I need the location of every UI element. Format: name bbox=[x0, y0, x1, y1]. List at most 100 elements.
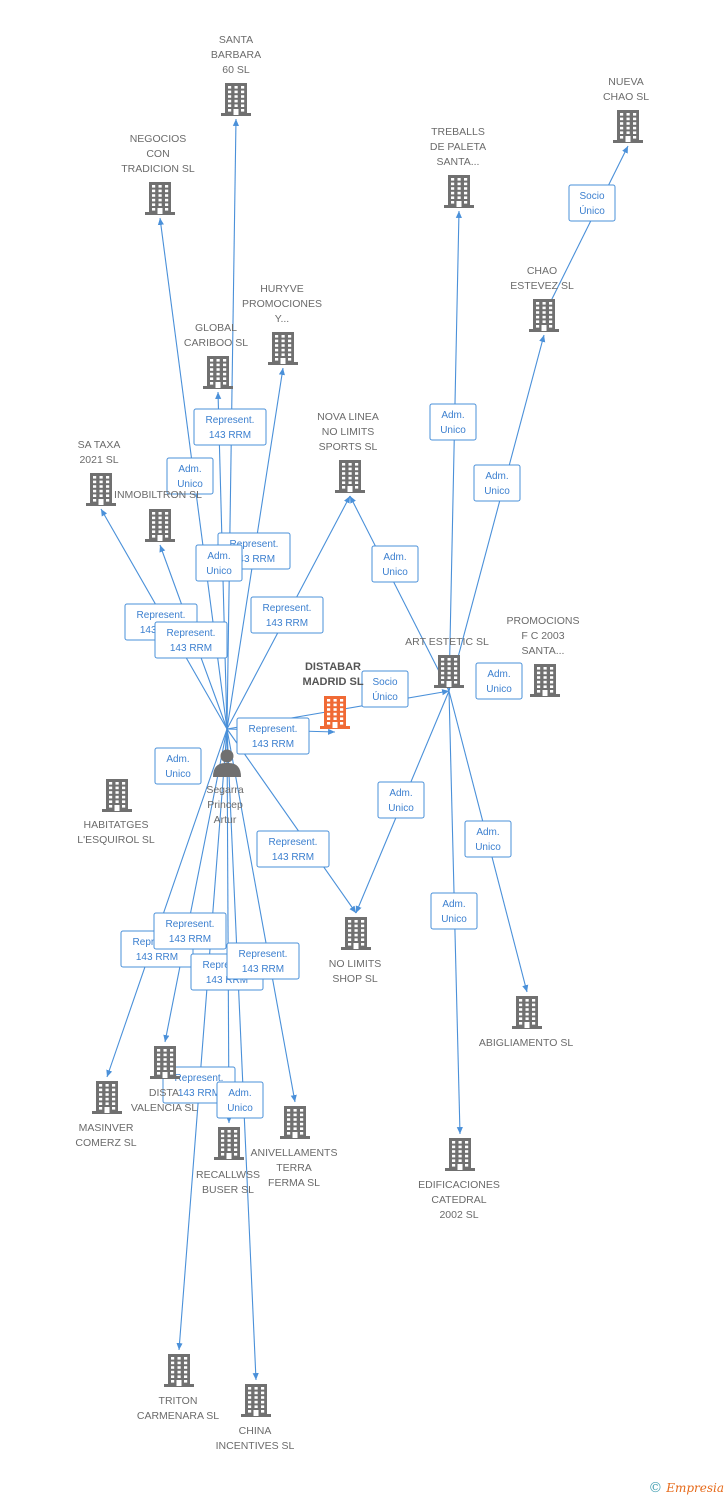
node-inmobiltron[interactable]: INMOBILTRON SL bbox=[114, 489, 202, 542]
edge-label-segarra-to-china-incentives-text: Unico bbox=[227, 1103, 253, 1114]
edge-label-segarra-to-inmobiltron-text: 143 RRM bbox=[170, 643, 212, 654]
edge-label-art-estetic-to-abigliamento-text: Adm. bbox=[476, 827, 499, 838]
node-huryve[interactable]: HURYVEPROMOCIONESY... bbox=[242, 283, 322, 365]
edge-label-madrid-socio-text: Único bbox=[372, 690, 398, 703]
building-icon bbox=[445, 1138, 475, 1171]
node-label: TREBALLS bbox=[431, 126, 485, 138]
node-label: Y... bbox=[275, 313, 289, 325]
edge-label-segarra-to-art-estetic-box bbox=[236, 717, 310, 755]
edge-label-segarra-to-china-incentives-box bbox=[216, 1081, 264, 1119]
edge-label-segarra-to-no-limits-shop-text: 143 RRM bbox=[272, 852, 314, 863]
edge-label-segarra-adm-text: Unico bbox=[165, 769, 191, 780]
edge-art-estetic-to-nova-linea bbox=[349, 495, 450, 692]
building-icon bbox=[341, 917, 371, 950]
node-nueva-chao[interactable]: NUEVA CHAO SL bbox=[603, 76, 649, 143]
building-icon bbox=[613, 110, 643, 143]
edge-label-segarra-to-sa-taxa-text: Represent. bbox=[137, 610, 186, 621]
building-icon bbox=[86, 473, 116, 506]
building-icon bbox=[102, 779, 132, 812]
edge-label-chao-estevez-to-nueva-chao-box bbox=[568, 184, 616, 222]
edge-label-segarra-to-global-cariboo-text: 143 RRM bbox=[233, 554, 275, 565]
node-label: MASINVER bbox=[79, 1122, 134, 1134]
node-label: COMERZ SL bbox=[75, 1137, 136, 1149]
edge-label-art-estetic-to-edificaciones-text: Adm. bbox=[442, 899, 465, 910]
building-icon bbox=[434, 655, 464, 688]
edge-label-chao-estevez-to-nueva-chao-text: Socio bbox=[579, 191, 604, 202]
edge-label-segarra-adm-box bbox=[154, 747, 202, 785]
node-art-estetic[interactable]: ART ESTETIC SL bbox=[405, 636, 489, 688]
node-label: MADRID SL bbox=[302, 676, 363, 688]
edge-label-segarra-to-inmobiltron-text: Represent. bbox=[167, 628, 216, 639]
edge-label-segarra-to-art-estetic: Represent.143 RRM bbox=[236, 717, 310, 755]
node-label: NO LIMITS bbox=[322, 426, 375, 438]
node-label: SANTA bbox=[219, 34, 253, 46]
edge-label-art-estetic-to-abigliamento-box bbox=[464, 820, 512, 858]
node-label: CARIBOO SL bbox=[184, 337, 248, 349]
edge-label-segarra-to-distabar-madrid-text: Unico bbox=[206, 566, 232, 577]
building-icon bbox=[203, 356, 233, 389]
edge-label-art-estetic-to-no-limits-shop-text: Unico bbox=[388, 803, 414, 814]
building-icon bbox=[92, 1081, 122, 1114]
node-label: CHAO SL bbox=[603, 91, 649, 103]
node-label: CON bbox=[146, 148, 169, 160]
node-triton[interactable]: TRITON CARMENARA SL bbox=[137, 1354, 219, 1422]
node-label: NUEVA bbox=[608, 76, 643, 88]
node-label: Princep bbox=[207, 799, 243, 811]
edge-segarra-to-china-incentives bbox=[226, 728, 259, 1381]
edge-label-segarra-to-nova-linea-text: Represent. bbox=[263, 603, 312, 614]
edge-label-segarra-to-nova-linea-text: 143 RRM bbox=[266, 618, 308, 629]
node-label: TRITON bbox=[159, 1395, 198, 1407]
node-label: NOVA LINEA bbox=[317, 411, 379, 423]
edge-label-art-estetic-to-treballs-text: Unico bbox=[440, 425, 466, 436]
edge-label-segarra-to-distabar-valencia-box bbox=[153, 912, 227, 950]
node-label: CHAO bbox=[527, 265, 557, 277]
node-label: CARMENARA SL bbox=[137, 1410, 219, 1422]
edge-segarra-to-distabar-valencia bbox=[163, 728, 228, 1043]
node-label: GLOBAL bbox=[195, 322, 237, 334]
edge-label-segarra-to-no-limits-shop-box bbox=[256, 830, 330, 868]
node-label: INMOBILTRON SL bbox=[114, 489, 202, 501]
node-label: SANTA... bbox=[437, 156, 480, 168]
node-abigliamento[interactable]: ABIGLIAMENTO SL bbox=[479, 996, 573, 1049]
node-label: ART ESTETIC SL bbox=[405, 636, 489, 648]
node-label: TRADICION SL bbox=[121, 163, 195, 175]
node-global-cariboo[interactable]: GLOBAL CARIBOO SL bbox=[184, 322, 248, 389]
edges-layer bbox=[100, 118, 629, 1381]
building-icon bbox=[280, 1106, 310, 1139]
node-label: CATEDRAL bbox=[431, 1194, 486, 1206]
edge-label-madrid-socio-text: Socio bbox=[372, 677, 397, 688]
node-label: Artur bbox=[214, 814, 237, 826]
edge-label-segarra-to-triton-text: Represent. bbox=[175, 1073, 224, 1084]
edge-label-art-estetic-to-edificaciones: Adm.Unico bbox=[430, 892, 478, 930]
building-icon bbox=[145, 509, 175, 542]
edge-segarra-to-triton bbox=[176, 728, 228, 1351]
edge-label-segarra-to-china-incentives-text: Adm. bbox=[228, 1088, 251, 1099]
empresia-credit[interactable]: © Empresia bbox=[648, 1480, 724, 1496]
node-masinver[interactable]: MASINVER COMERZ SL bbox=[75, 1081, 137, 1149]
edge-label-segarra-to-no-limits-shop-text: Represent. bbox=[269, 837, 318, 848]
edge-label-segarra-to-huryve: Represent.143 RRM bbox=[193, 408, 267, 446]
edge-label-segarra-to-no-limits-shop: Represent. 143 RRM bbox=[256, 830, 330, 868]
edge-label-art-estetic-to-no-limits-shop-text: Adm. bbox=[389, 788, 412, 799]
node-label: EDIFICACIONES bbox=[418, 1179, 500, 1191]
node-label: BUSER SL bbox=[202, 1184, 254, 1196]
edge-label-segarra-to-anivellaments-text: 143 RRM bbox=[242, 964, 284, 975]
